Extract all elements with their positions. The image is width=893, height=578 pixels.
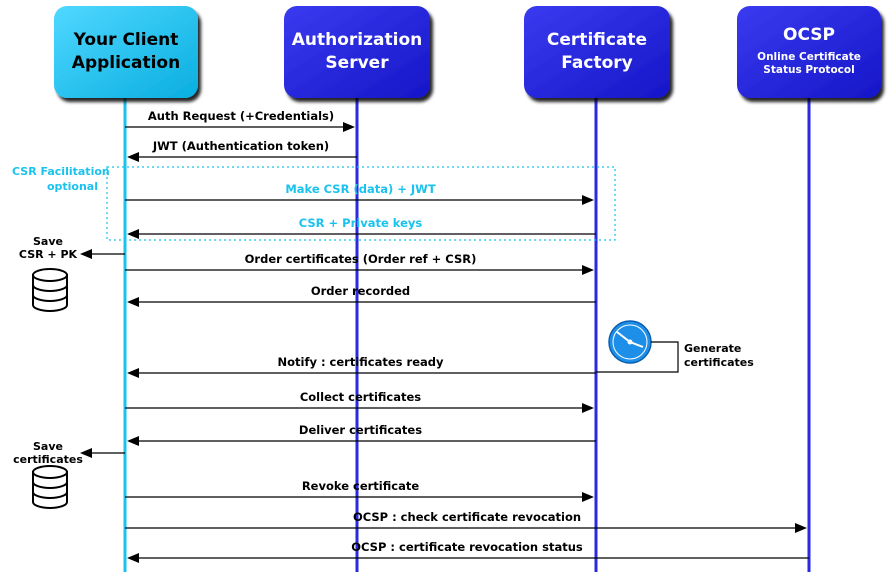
message-label: Order recorded [311,284,410,298]
csr-group-label: CSR Facilitation [12,165,110,178]
message-label: CSR + Private keys [299,216,423,230]
message-arrow: Order recorded [127,284,596,307]
csr-facilitation-group: CSR Facilitation optional [12,165,616,241]
clock-icon [608,320,652,364]
database-icon [32,465,68,509]
message-label: Collect certificates [300,390,421,404]
message-arrow: Revoke certificate [125,479,594,502]
message-label: Make CSR (data) + JWT [285,182,436,196]
arrowhead-icon [127,297,139,307]
participant-title: Application [72,53,180,73]
message-arrow: Notify : certificates ready [127,355,596,378]
message-arrow: JWT (Authentication token) [127,139,357,162]
participant-subtitle: Online Certificate [757,51,861,63]
arrowhead-icon [582,492,594,502]
message-label: Auth Request (+Credentials) [148,109,334,123]
message-label: Order certificates (Order ref + CSR) [245,252,477,266]
message-arrow: Order certificates (Order ref + CSR) [125,252,594,275]
save-label: Save [33,440,63,453]
save-label: CSR + PK [19,248,78,261]
arrowhead-icon [127,553,139,563]
csr-group-sublabel: optional [47,180,98,193]
message-arrow: Auth Request (+Credentials) [125,109,355,132]
participant-box [54,6,198,98]
message-label: JWT (Authentication token) [152,139,329,153]
participant-title: Authorization [292,30,422,50]
participant-subtitle: Status Protocol [763,64,854,76]
csr-group-box [106,166,616,241]
save-label: Save [33,235,63,248]
message-arrow: OCSP : check certificate revocation [125,510,807,533]
message-label: Notify : certificates ready [277,355,444,369]
arrowhead-icon [795,523,807,533]
participant-title: Server [325,53,389,73]
participant-title: Certificate [547,30,647,50]
message-label: OCSP : certificate revocation status [351,540,583,554]
arrowhead-icon [582,403,594,413]
message-label: OCSP : check certificate revocation [353,510,581,524]
arrowhead-icon [127,436,139,446]
arrowhead-icon [582,195,594,205]
message-arrow: Collect certificates [125,390,594,413]
message-arrow: Deliver certificates [127,423,596,446]
generate-label: certificates [684,356,754,369]
message-arrow: OCSP : certificate revocation status [127,540,809,563]
participant-box [524,6,670,98]
message-arrow: Make CSR (data) + JWT [125,182,594,205]
message-arrow: CSR + Private keys [127,216,596,239]
arrowhead-icon [127,229,139,239]
generate-connector [596,341,679,373]
participant-title: Factory [561,53,632,73]
generate-label: Generate [684,342,741,355]
arrowhead-icon [127,152,139,162]
save-label: certificates [13,453,83,466]
message-label: Deliver certificates [299,423,422,437]
arrowhead-icon [80,448,92,458]
participant-box [737,6,881,98]
participant-title: OCSP [783,25,835,45]
message-label: Revoke certificate [302,479,420,493]
arrowhead-icon [127,368,139,378]
participant-box [284,6,430,98]
arrowhead-icon [80,249,92,259]
participant-title: Your Client [73,30,179,50]
arrowhead-icon [343,122,355,132]
arrowhead-icon [582,265,594,275]
database-icon [32,268,68,312]
